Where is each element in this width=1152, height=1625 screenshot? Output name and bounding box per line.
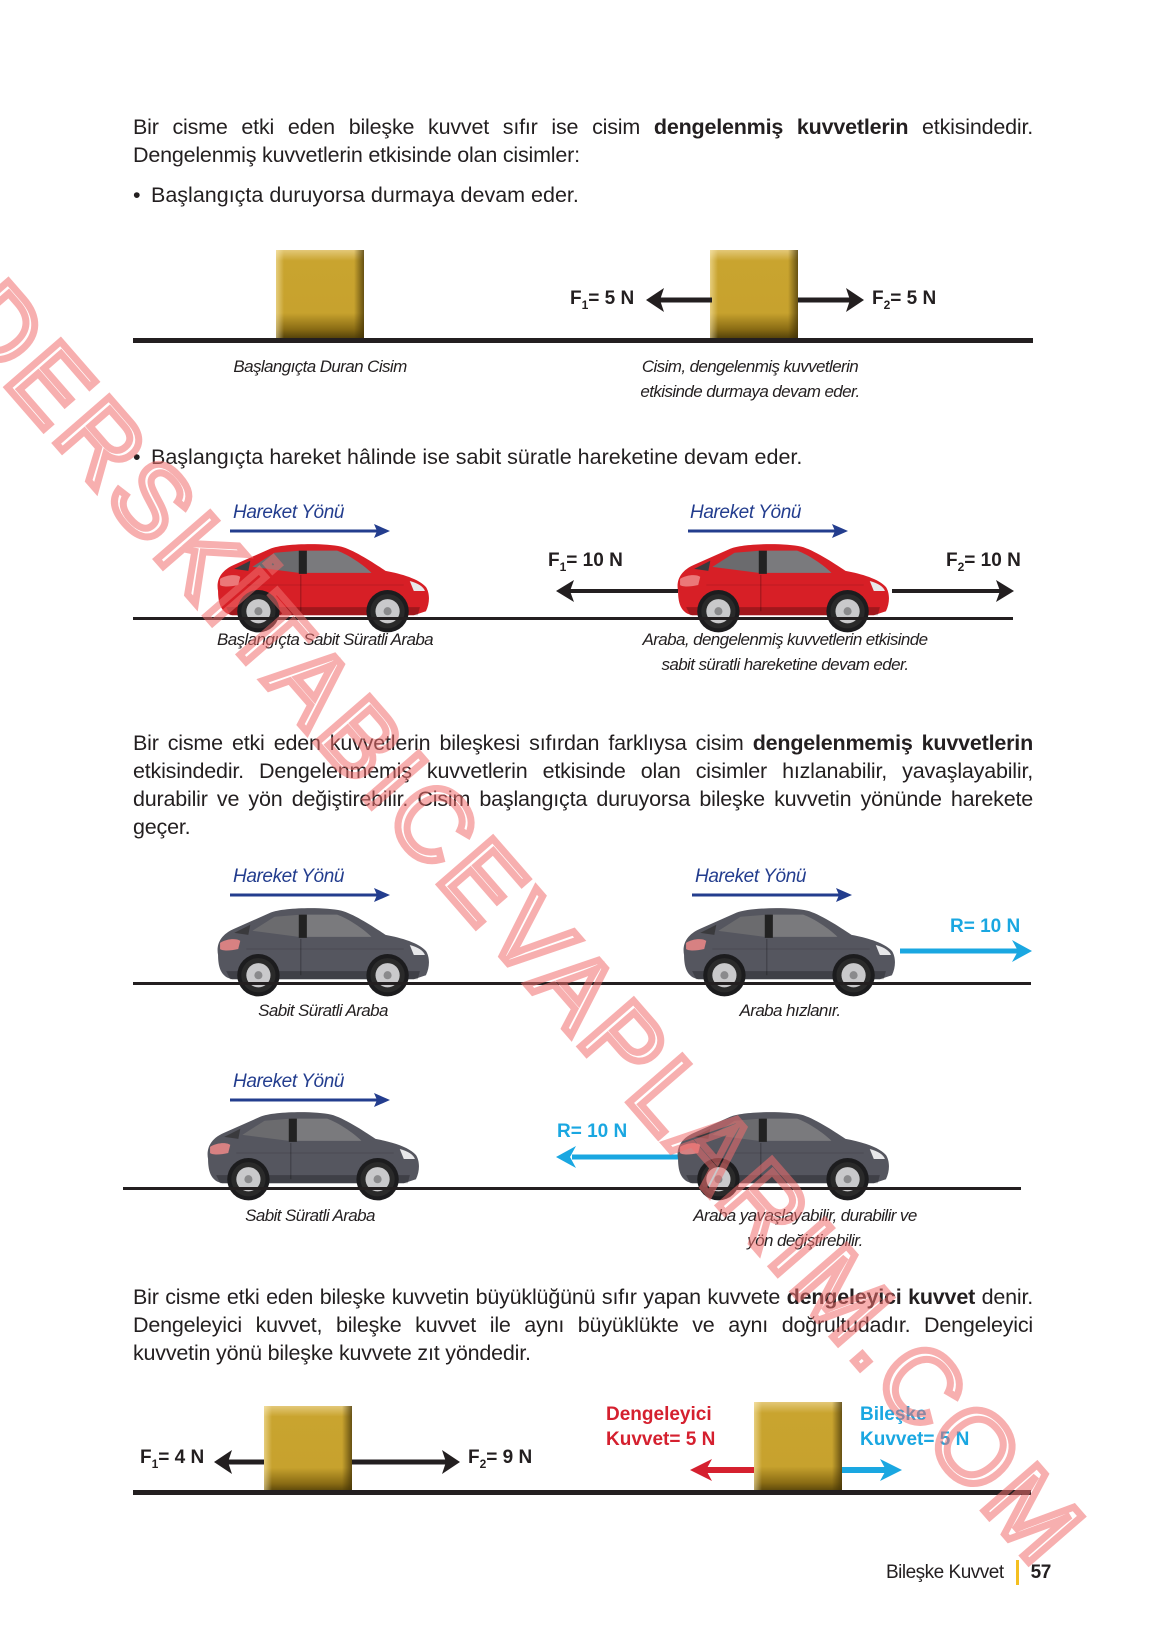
paragraph-text: Bir cisme etki eden bileşke kuvvetin büy… [133, 1285, 787, 1309]
footer-separator [1015, 1560, 1019, 1585]
motion-direction-label: Hareket Yönü [233, 502, 345, 523]
paragraph-text: denir. Dengeleyici kuvvet, bileşke kuvve… [133, 1285, 1033, 1365]
term-balancing-force: dengeleyici kuvvet [786, 1285, 976, 1309]
arrow-left-icon [556, 1146, 680, 1168]
caption-balanced-motion: Araba, dengelenmiş kuvvetlerin etkisinde… [642, 630, 928, 674]
page-number: 57 [1030, 1561, 1052, 1583]
ground-line [133, 338, 1033, 343]
force-label-f1: F1= 10 N [548, 550, 623, 574]
block-two-forces [264, 1406, 352, 1494]
term-unbalanced-forces: dengelenmemiş kuvvetlerin [752, 731, 1034, 755]
motion-direction-label: Hareket Yönü [695, 866, 807, 887]
caption-accelerates: Araba hızlanır. [739, 1001, 842, 1020]
resultant-force-label: R= 10 N [950, 916, 1021, 937]
arrow-right-icon [900, 940, 1032, 962]
motion-direction-label: Hareket Yönü [233, 866, 345, 887]
caption-constant-speed: Sabit Süratli Araba [258, 1001, 388, 1020]
paragraph-unbalanced: Bir cisme etki eden kuvvetlerin bileşkes… [133, 729, 1033, 841]
ground-line [133, 617, 1013, 620]
balancing-force-label: Dengeleyici Kuvvet= 5 N [606, 1404, 716, 1450]
block-at-rest [276, 250, 364, 340]
bullet-dot: • [133, 445, 141, 469]
arrow-right-icon [798, 288, 864, 312]
motion-direction-label: Hareket Yönü [233, 1071, 345, 1092]
arrow-right-icon [230, 524, 390, 538]
arrow-left-icon [214, 1450, 266, 1474]
block-resultant [754, 1402, 842, 1494]
arrow-left-icon [690, 1459, 756, 1481]
arrow-right-icon [352, 1450, 460, 1474]
force-label-f1: F1= 5 N [570, 288, 635, 312]
arrow-right-icon [688, 524, 848, 538]
ground-line [123, 1187, 1021, 1190]
arrow-left-icon [556, 580, 678, 602]
paragraph-text: etkisindedir. Dengelenmemiş kuvvetlerin … [133, 759, 1033, 839]
page-footer: Bileşke Kuvvet 57 [886, 1560, 1051, 1585]
ground-line [133, 982, 1031, 985]
motion-direction-label: Hareket Yönü [690, 502, 802, 523]
arrow-right-icon [692, 888, 852, 902]
block-balanced [710, 250, 798, 340]
bullet-item: • Başlangıçta duruyorsa durmaya devam ede… [133, 181, 579, 209]
arrow-right-icon [842, 1459, 902, 1481]
bullet-text: Başlangıçta duruyorsa durmaya devam eder… [151, 183, 579, 207]
force-label-f2: F2= 9 N [468, 1447, 533, 1471]
caption-balanced-rest: Cisim, dengelenmiş kuvvetlerin etkisinde… [640, 357, 860, 401]
caption-decelerates: Araba yavaşlayabilir, durabilir ve yön d… [693, 1206, 917, 1250]
arrow-right-icon [892, 580, 1014, 602]
paragraph-text: Bir cisme etki eden kuvvetlerin bileşkes… [133, 731, 753, 755]
bullet-dot: • [133, 183, 141, 207]
force-label-f2: F2= 5 N [872, 288, 937, 312]
paragraph-text: Bir cisme etki eden bileşke kuvvet sıfır… [133, 115, 654, 139]
chapter-title: Bileşke Kuvvet [886, 1561, 1004, 1583]
caption-constant-speed: Sabit Süratli Araba [245, 1206, 375, 1225]
paragraph-balancing-force: Bir cisme etki eden bileşke kuvvetin büy… [133, 1283, 1033, 1367]
resultant-force-label: R= 10 N [557, 1121, 628, 1142]
ground-line [133, 1490, 1031, 1495]
term-balanced-forces: dengelenmiş kuvvetlerin [653, 115, 909, 139]
bullet-item: • Başlangıçta hareket hâlinde ise sabit s… [133, 443, 802, 471]
caption-at-rest: Başlangıçta Duran Cisim [233, 357, 407, 376]
resultant-force-label: Bileşke Kuvvet= 5 N [860, 1404, 970, 1450]
bullet-text: Başlangıçta hareket hâlinde ise sabit sü… [151, 445, 803, 469]
paragraph-text: etkisindedir. Dengelenmiş kuvvetlerin et… [133, 115, 1033, 167]
force-label-f1: F1= 4 N [140, 1447, 205, 1471]
force-label-f2: F2= 10 N [946, 550, 1021, 574]
intro-paragraph-balanced: Bir cisme etki eden bileşke kuvvet sıfır… [133, 113, 1033, 169]
arrow-right-icon [230, 888, 390, 902]
caption-constant-speed-start: Başlangıçta Sabit Süratli Araba [216, 630, 434, 649]
arrow-left-icon [646, 288, 712, 312]
arrow-right-icon [230, 1093, 390, 1107]
